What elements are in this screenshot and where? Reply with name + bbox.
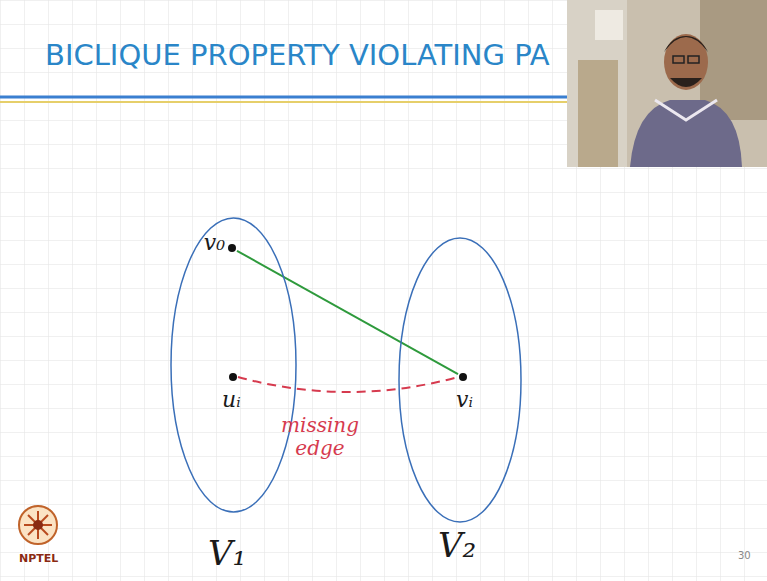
edge-line: [237, 251, 458, 374]
dot-mark: [458, 372, 468, 382]
vertex-dot: uᵢ: [228, 372, 238, 382]
dot-circle: [229, 373, 237, 381]
vertex-dot: vᵢ: [458, 372, 468, 382]
set-ellipse: V₁v₀uᵢ: [170, 217, 297, 513]
ellipse-shape: [171, 218, 296, 512]
ellipse-outline: [398, 237, 522, 523]
page-number: 30: [738, 550, 751, 561]
slide-title: BICLIQUE PROPERTY VIOLATING PA: [45, 38, 550, 72]
edge-label: missing edge: [277, 414, 363, 460]
ellipse-shape: [399, 238, 521, 522]
vertex-label: uᵢ: [222, 388, 241, 412]
dot-mark: [228, 372, 238, 382]
vertex-label: v₀: [204, 231, 225, 255]
set-ellipse: V₂vᵢ: [398, 237, 522, 523]
dot-circle: [459, 373, 467, 381]
vertex-dot: v₀: [227, 243, 237, 253]
dot-circle: [228, 244, 236, 252]
missing-edge-line: [238, 377, 458, 392]
logo-text: NPTEL: [19, 552, 58, 565]
set-label: V₂: [438, 527, 476, 564]
dot-mark: [227, 243, 237, 253]
ellipse-outline: [170, 217, 297, 513]
set-label: V₁: [208, 535, 246, 572]
vertex-label: vᵢ: [456, 388, 473, 412]
